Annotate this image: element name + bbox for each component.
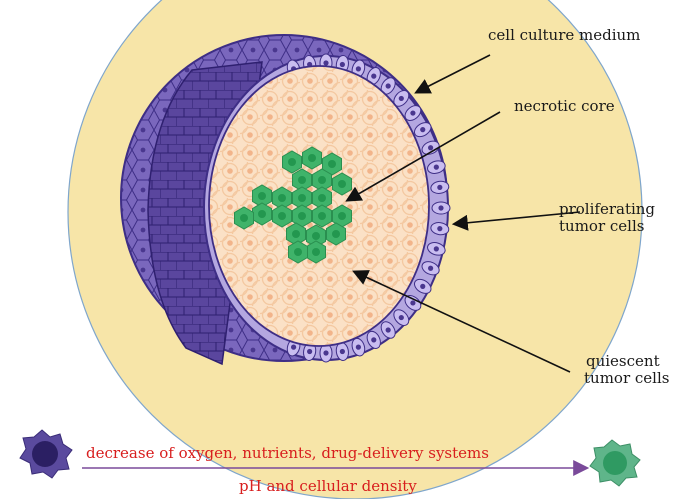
necrotic-cell-nucleus <box>292 230 300 238</box>
proliferating-cell-nucleus <box>438 205 443 210</box>
necrotic-cell-nucleus <box>240 214 248 222</box>
necrotic-cell-nucleus <box>278 212 286 220</box>
necrotic-cell-nucleus <box>258 192 266 200</box>
proliferating-cell-nucleus <box>386 83 391 88</box>
necrotic-cell-nucleus <box>294 248 302 256</box>
proliferating-cell-nucleus <box>356 66 361 71</box>
label-proliferating-line2: tumor cells <box>559 217 644 235</box>
proliferating-cell-nucleus <box>437 185 442 190</box>
label-proliferating-line1: proliferating <box>559 200 655 218</box>
proliferating-cell-nucleus <box>428 145 433 150</box>
necrotic-cell-nucleus <box>258 210 266 218</box>
proliferating-cell-nucleus <box>323 350 328 355</box>
proliferating-cell-nucleus <box>340 62 345 67</box>
necrotic-cell-nucleus <box>338 212 346 220</box>
proliferating-cell-nucleus <box>291 345 296 350</box>
proliferating-cell-nucleus <box>399 96 404 101</box>
proliferating-cell-nucleus <box>307 349 312 354</box>
proliferating-cell-nucleus <box>410 110 415 115</box>
proliferating-cell-nucleus <box>428 266 433 271</box>
label-culture-medium: cell culture medium <box>488 26 640 44</box>
necrotic-cell-nucleus <box>318 194 326 202</box>
proliferating-cell-nucleus <box>399 315 404 320</box>
gradient-text-top: decrease of oxygen, nutrients, drug-deli… <box>86 444 489 462</box>
necrotic-cell-icon <box>590 440 640 486</box>
necrotic-cell-nucleus <box>288 158 296 166</box>
necrotic-cell-nucleus <box>298 212 306 220</box>
proliferating-cell-nucleus <box>437 226 442 231</box>
proliferating-cell-nucleus <box>323 60 328 65</box>
proliferating-cell-nucleus <box>371 337 376 342</box>
necrotic-cell-nucleus <box>312 232 320 240</box>
proliferating-cell-nucleus <box>340 349 345 354</box>
healthy-cell-icon <box>20 430 72 478</box>
necrotic-cell-nucleus <box>308 154 316 162</box>
necrotic-cell-nucleus <box>338 180 346 188</box>
label-quiescent-line1: quiescent <box>586 352 660 370</box>
proliferating-cell-nucleus <box>434 246 439 251</box>
proliferating-cell-nucleus <box>420 127 425 132</box>
gradient-text-bottom: pH and cellular density <box>239 477 417 495</box>
necrotic-cell-nucleus <box>278 194 286 202</box>
necrotic-cell-nucleus <box>298 194 306 202</box>
label-necrotic-core: necrotic core <box>514 97 615 115</box>
necrotic-cell-nucleus <box>332 230 340 238</box>
necrotic-cell-nucleus <box>328 160 336 168</box>
proliferating-cell-nucleus <box>386 327 391 332</box>
proliferating-cell-nucleus <box>434 165 439 170</box>
proliferating-cell-nucleus <box>356 345 361 350</box>
proliferating-cell-nucleus <box>420 284 425 289</box>
necrotic-cell-nucleus <box>298 176 306 184</box>
necrotic-cell-nucleus <box>318 176 326 184</box>
proliferating-cell-nucleus <box>410 300 415 305</box>
necrotic-cell-nucleus <box>312 248 320 256</box>
necrotic-cell-nucleus <box>318 212 326 220</box>
proliferating-cell-nucleus <box>371 74 376 79</box>
label-quiescent-line2: tumor cells <box>584 369 669 387</box>
